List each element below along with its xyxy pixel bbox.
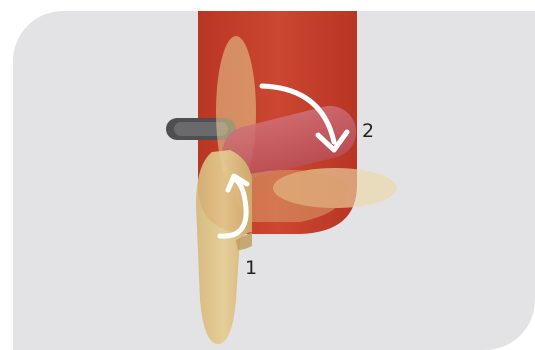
step-1-number: 1: [245, 259, 257, 278]
step-2-number: 2: [362, 122, 374, 141]
